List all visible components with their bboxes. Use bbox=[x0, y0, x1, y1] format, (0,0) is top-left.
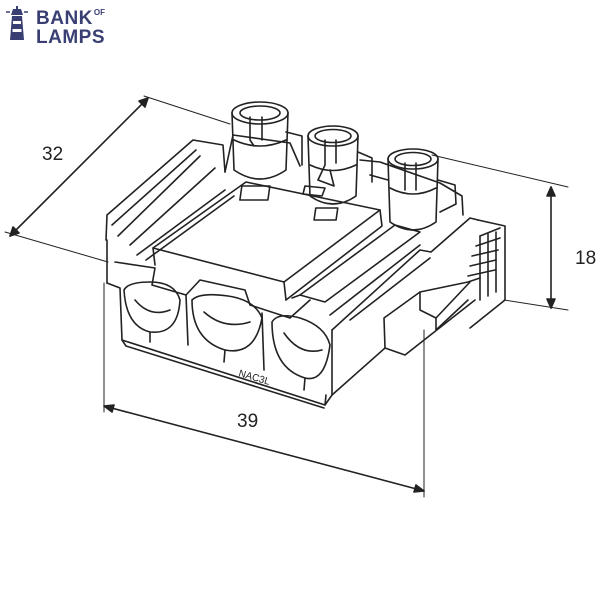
lighthouse-icon bbox=[6, 6, 28, 40]
depth-label: 32 bbox=[42, 144, 63, 165]
connector-body bbox=[105, 134, 506, 409]
width-label: 39 bbox=[237, 411, 258, 432]
height-dimension bbox=[431, 154, 569, 311]
logo-of-text: OF bbox=[93, 8, 105, 17]
terminal-post-center bbox=[307, 125, 373, 205]
terminal-post-right bbox=[369, 148, 457, 231]
logo-lamps-text: LAMPS bbox=[36, 27, 105, 48]
width-dimension bbox=[103, 282, 425, 498]
brand-logo: BANKOF LAMPS bbox=[4, 4, 105, 48]
part-marking: NAC3L bbox=[237, 368, 271, 388]
logo-bank-text: BANK bbox=[36, 8, 93, 29]
height-label: 18 bbox=[575, 248, 596, 269]
terminal-post-left bbox=[231, 101, 303, 180]
depth-dimension bbox=[4, 95, 231, 263]
